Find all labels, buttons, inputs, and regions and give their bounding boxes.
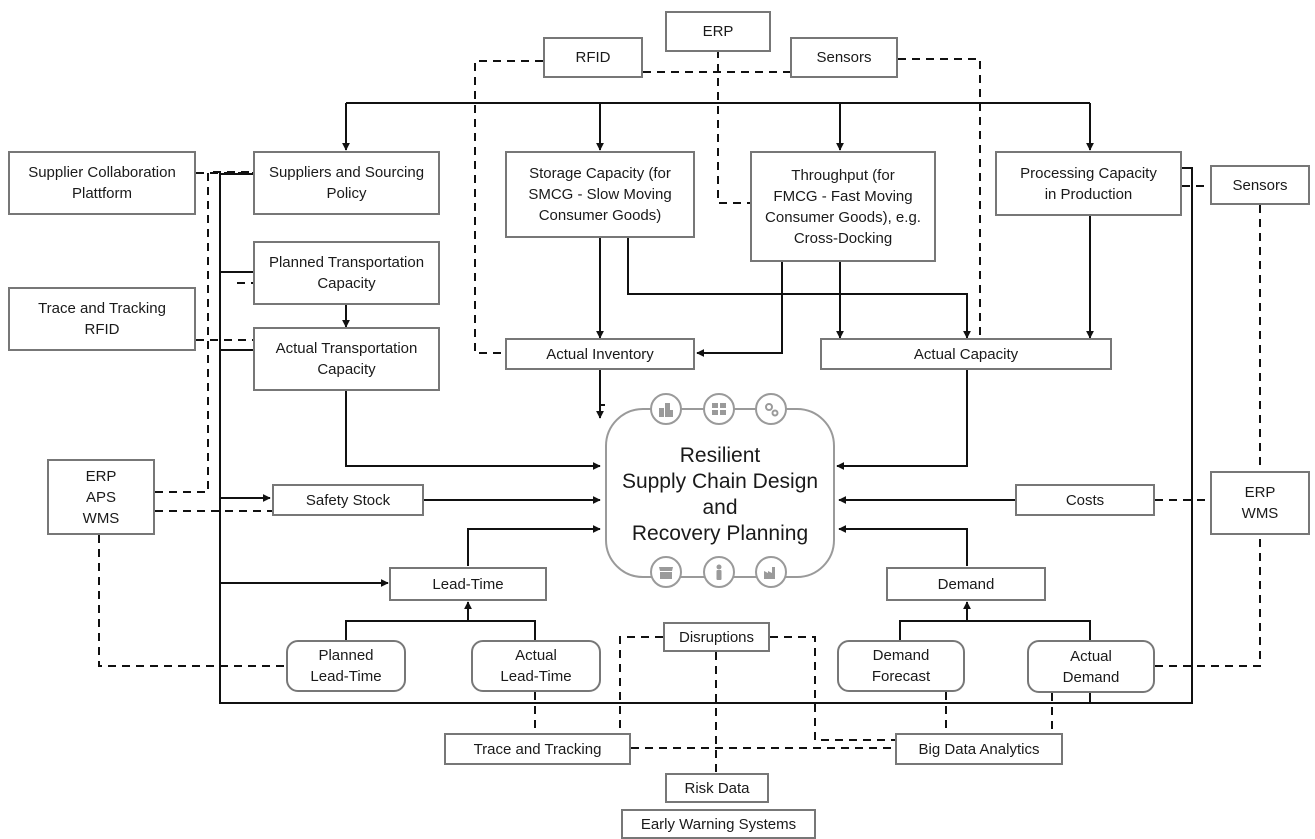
sensors-right-box: Sensors	[1210, 165, 1310, 205]
erp-aps-wms-box: ERP APS WMS	[47, 459, 155, 535]
rfid-top-box: RFID	[543, 37, 643, 78]
person-icon	[703, 556, 735, 588]
disruptions-box: Disruptions	[663, 622, 770, 652]
actual-capacity-box: Actual Capacity	[820, 338, 1112, 370]
storage-capacity-box: Storage Capacity (for SMCG - Slow Moving…	[505, 151, 695, 238]
store-icon	[650, 556, 682, 588]
early-warning-box: Early Warning Systems	[621, 809, 816, 839]
erp-wms-box: ERP WMS	[1210, 471, 1310, 535]
resilient-supply-chain-center: Resilient Supply Chain Design and Recove…	[605, 408, 835, 578]
trace-tracking-rfid-box: Trace and Tracking RFID	[8, 287, 196, 351]
actual-transport-box: Actual Transportation Capacity	[253, 327, 440, 391]
demand-box: Demand	[886, 567, 1046, 601]
erp-top-box: ERP	[665, 11, 771, 52]
planned-transport-box: Planned Transportation Capacity	[253, 241, 440, 305]
planned-lead-time-box: Planned Lead-Time	[286, 640, 406, 692]
trace-tracking-box: Trace and Tracking	[444, 733, 631, 765]
big-data-analytics-box: Big Data Analytics	[895, 733, 1063, 765]
gears-icon	[755, 393, 787, 425]
dashed-connectors	[98, 50, 1261, 773]
buildings-icon	[650, 393, 682, 425]
demand-forecast-box: Demand Forecast	[837, 640, 965, 692]
costs-box: Costs	[1015, 484, 1155, 516]
throughput-box: Throughput (for FMCG - Fast Moving Consu…	[750, 151, 936, 262]
risk-data-box: Risk Data	[665, 773, 769, 803]
supplier-collaboration-box: Supplier Collaboration Plattform	[8, 151, 196, 215]
suppliers-sourcing-box: Suppliers and Sourcing Policy	[253, 151, 440, 215]
warehouse-icon	[703, 393, 735, 425]
sensors-top-box: Sensors	[790, 37, 898, 78]
safety-stock-box: Safety Stock	[272, 484, 424, 516]
lead-time-box: Lead-Time	[389, 567, 547, 601]
actual-lead-time-box: Actual Lead-Time	[471, 640, 601, 692]
factory-icon	[755, 556, 787, 588]
actual-demand-box: Actual Demand	[1027, 640, 1155, 693]
actual-inventory-box: Actual Inventory	[505, 338, 695, 370]
processing-capacity-box: Processing Capacity in Production	[995, 151, 1182, 216]
solid-connectors	[219, 102, 1193, 704]
